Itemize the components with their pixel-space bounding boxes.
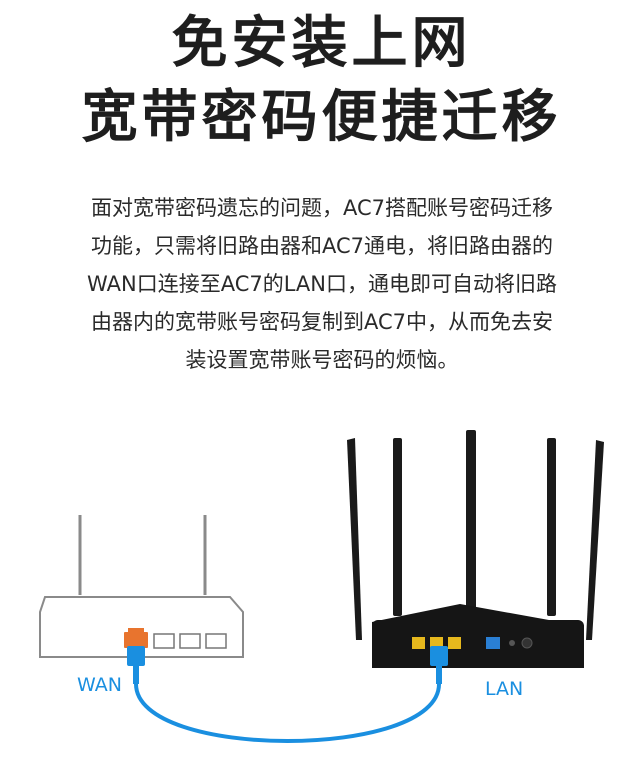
description: 面对宽带密码遗忘的问题，AC7搭配账号密码迁移 功能，只需将旧路由器和AC7通电…	[36, 189, 608, 379]
description-line: 装设置宽带账号密码的烦恼。	[185, 348, 459, 372]
description-line: 功能，只需将旧路由器和AC7通电，将旧路由器的	[90, 234, 554, 258]
page-title-line1: 免安装上网	[171, 11, 472, 76]
ethernet-cable-icon	[127, 646, 448, 743]
page-title-line2: 宽带密码便捷迁移	[81, 85, 562, 150]
description-line: WAN口连接至AC7的LAN口，通电即可自动将旧路	[87, 272, 557, 296]
old-router-icon	[39, 515, 244, 658]
connection-diagram	[39, 430, 604, 743]
description-line: 面对宽带密码遗忘的问题，AC7搭配账号密码迁移	[90, 196, 554, 220]
wan-label: WAN	[77, 674, 122, 696]
description-line: 由器内的宽带账号密码复制到AC7中，从而免去安	[90, 310, 554, 334]
ac7-router-icon	[347, 430, 604, 668]
lan-label: LAN	[485, 678, 524, 700]
